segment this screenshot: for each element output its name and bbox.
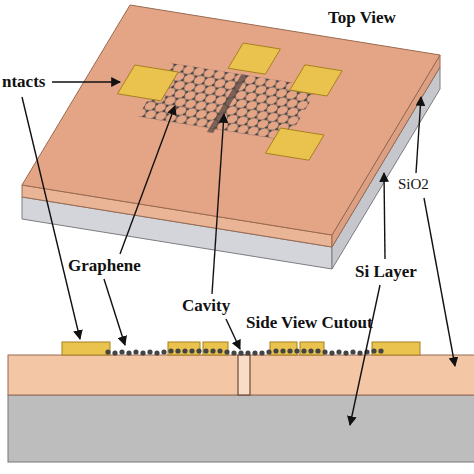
part-label: ntacts (2, 72, 45, 92)
layer-label: Si Layer (355, 262, 417, 282)
side-view-cutout (8, 342, 474, 462)
view-heading: Side View Cutout (246, 313, 373, 333)
cavity-slot (207, 74, 248, 133)
layer-label: SiO2 (398, 176, 429, 193)
view-heading: Top View (328, 8, 396, 28)
leader-arrows (22, 82, 455, 425)
contact-pads (118, 43, 343, 160)
top-view-slab (22, 5, 440, 269)
part-label: Cavity (182, 296, 230, 316)
part-label: Graphene (68, 256, 141, 276)
